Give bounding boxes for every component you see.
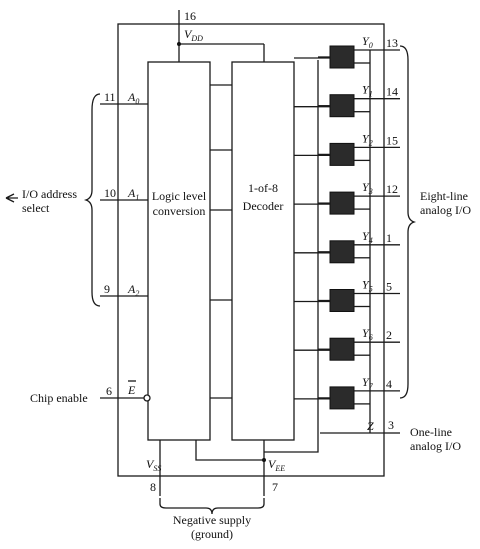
a2-label: A2	[127, 282, 139, 298]
y-pin-number: 5	[386, 280, 392, 294]
analog-switch	[329, 289, 355, 312]
chip-enable-label: Chip enable	[30, 391, 88, 405]
pin-vss-number: 8	[150, 480, 156, 494]
y-pin-number: 14	[386, 85, 398, 99]
y-channel-label: Y2	[362, 131, 373, 147]
y-pin-number: 4	[386, 377, 392, 391]
analog-bracket	[399, 45, 417, 399]
pin-z-number: 3	[388, 418, 394, 432]
neg-supply-label-2: (ground)	[191, 527, 233, 541]
logic-block-label-2: conversion	[153, 204, 206, 218]
y-channel-label: Y3	[362, 180, 373, 196]
z-label: Z	[367, 419, 374, 433]
pin-a2-number: 9	[104, 282, 110, 296]
decoder-block	[231, 61, 295, 441]
address-bracket	[83, 93, 101, 307]
io-address-label-1: I/O address	[22, 187, 77, 201]
pin-vdd-number: 16	[184, 9, 196, 23]
eight-line-label-2: analog I/O	[420, 203, 471, 217]
y-channel-label: Y4	[362, 229, 373, 245]
io-address-label-2: select	[22, 201, 50, 215]
neg-supply-label-1: Negative supply	[173, 513, 251, 527]
one-line-label-1: One-line	[410, 425, 452, 439]
vee-label: VEE	[268, 457, 285, 473]
analog-switch	[329, 94, 355, 118]
y-pin-number: 15	[386, 133, 398, 147]
vdd-label: VDD	[184, 27, 203, 43]
pin-a1-number: 10	[104, 186, 116, 200]
analog-switch	[329, 240, 355, 264]
a1-label: A1	[127, 186, 139, 202]
pin-enable-number: 6	[106, 384, 112, 398]
arrow-pointer-icon	[5, 193, 18, 203]
decoder-block-label-1: 1-of-8	[248, 181, 278, 195]
one-line-label-2: analog I/O	[410, 439, 461, 453]
y-channel-label: Y0	[362, 34, 373, 50]
y-pin-number: 1	[386, 231, 392, 245]
chip-outline	[117, 23, 385, 477]
supply-bracket	[159, 498, 265, 515]
pin-vee-number: 7	[272, 480, 278, 494]
vss-label: VSS	[146, 457, 161, 473]
decoder-block-label-2: Decoder	[243, 199, 284, 213]
pin-a0-number: 11	[104, 90, 116, 104]
logic-level-block	[147, 61, 211, 441]
analog-switch	[329, 142, 355, 166]
y-channel-label: Y1	[362, 83, 373, 99]
enable-label: E	[127, 383, 136, 397]
y-pin-number: 13	[386, 36, 398, 50]
logic-block-label-1: Logic level	[152, 189, 207, 203]
y-pin-number: 2	[386, 328, 392, 342]
y-channel-label: Y6	[362, 326, 373, 342]
y-channel-label: Y7	[362, 375, 374, 391]
analog-switch	[329, 191, 355, 215]
y-pin-number: 12	[386, 182, 398, 196]
y-channel-label: Y5	[362, 278, 373, 294]
enable-inversion-bubble	[143, 394, 151, 402]
analog-switch	[329, 337, 355, 361]
a0-label: A0	[127, 90, 139, 106]
analog-switch	[329, 45, 355, 69]
analog-switch	[329, 386, 355, 410]
eight-line-label-1: Eight-line	[420, 189, 468, 203]
